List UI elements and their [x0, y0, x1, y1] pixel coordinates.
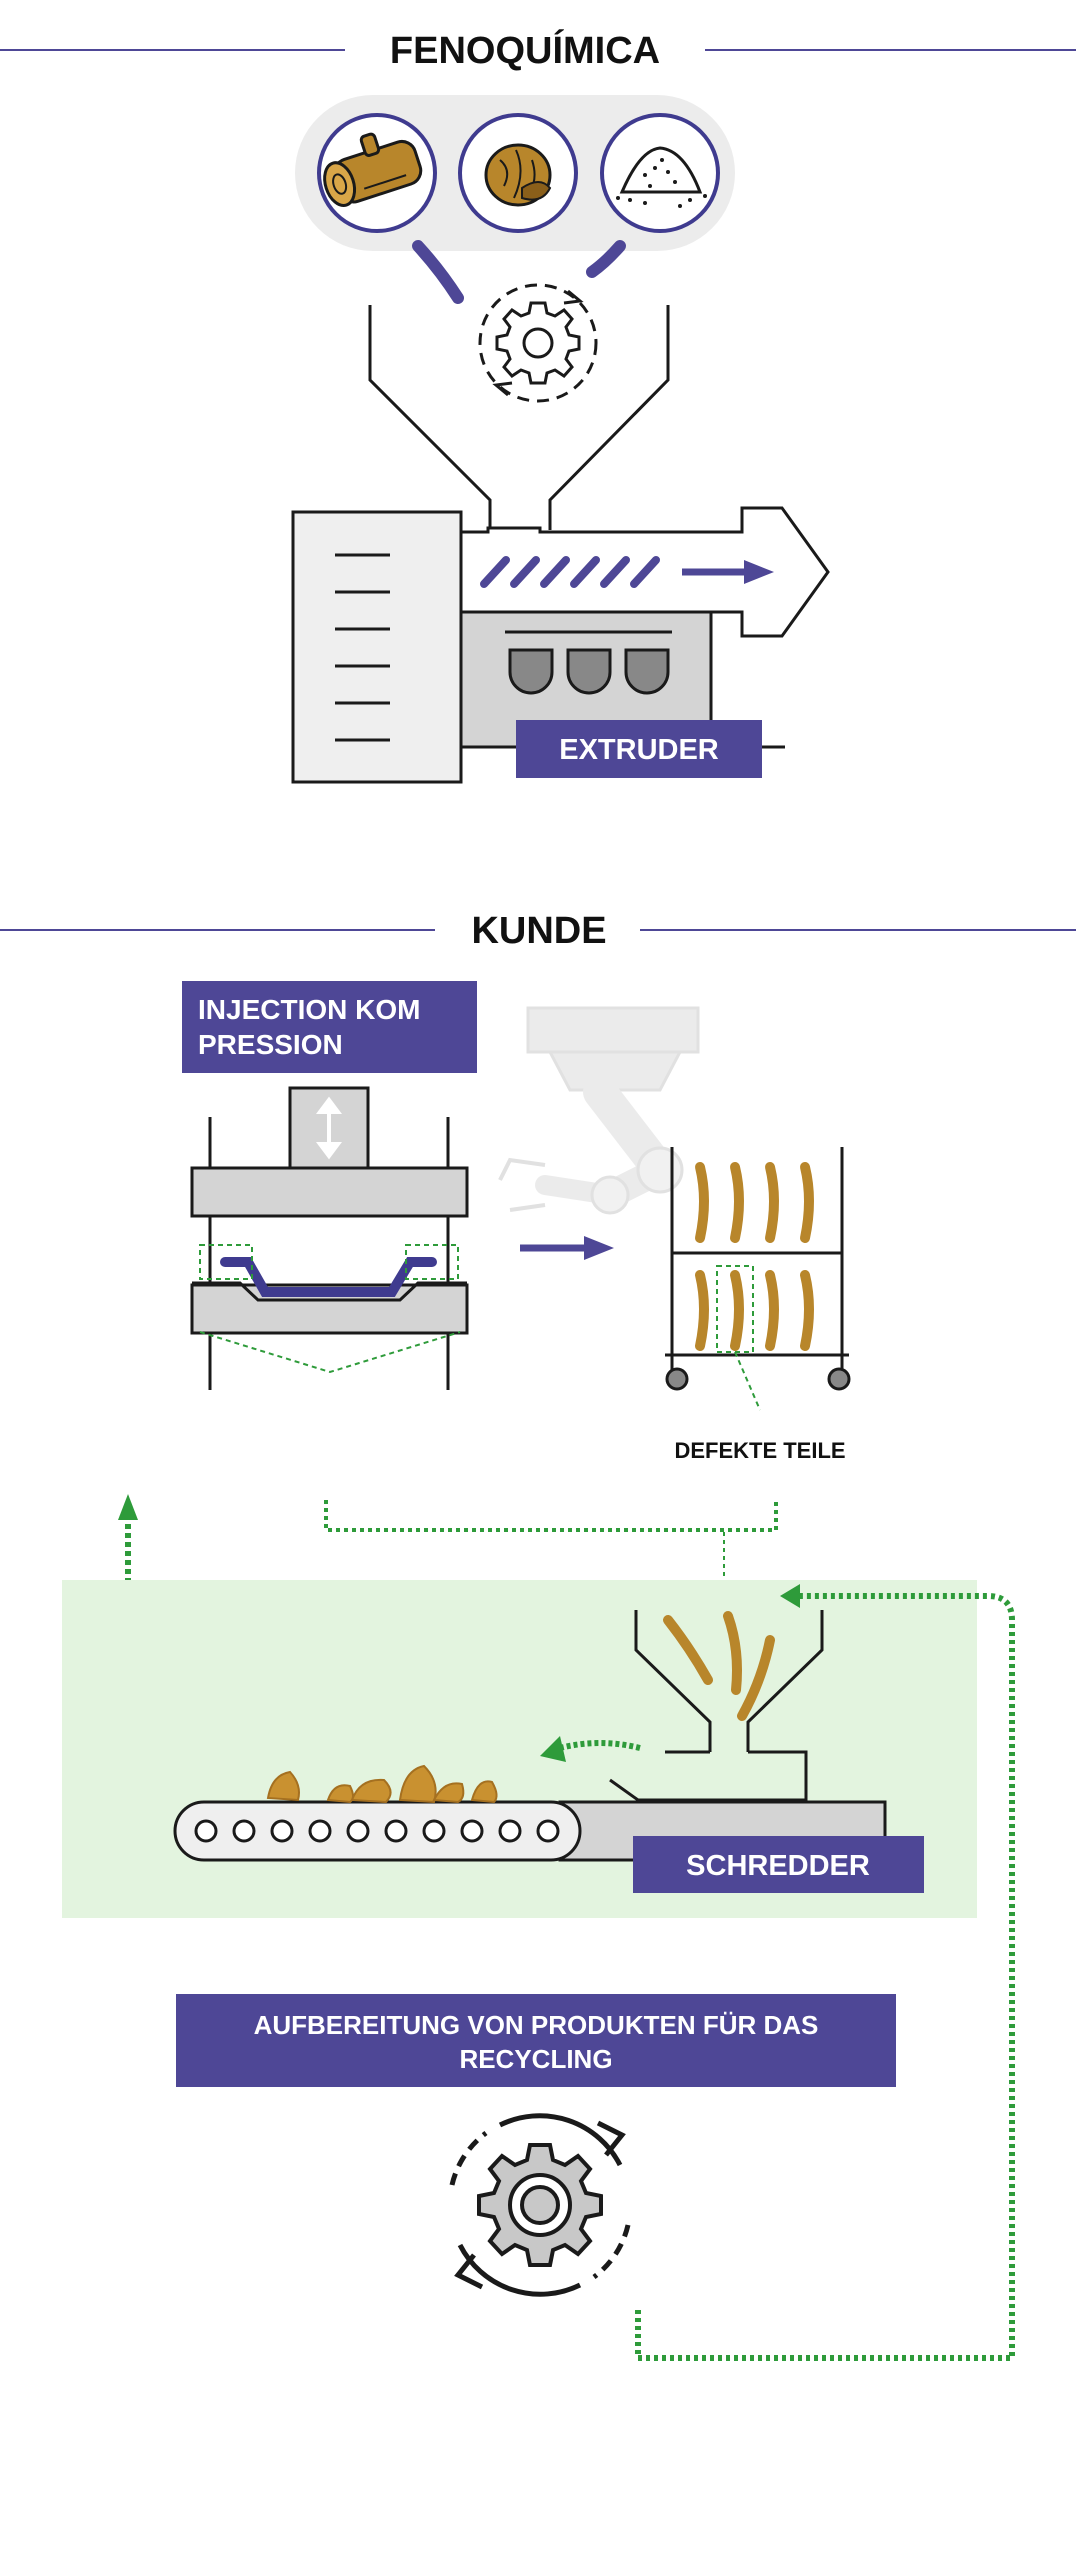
recycling-label-box	[176, 1994, 896, 2087]
shredder-label: SCHREDDER	[686, 1850, 870, 1882]
press-upper-platen	[190, 1166, 469, 1218]
recycling-label-line1: AUFBEREITUNG VON PRODUKTEN FÜR DAS	[254, 2010, 819, 2040]
extruder-label-box	[516, 720, 762, 778]
defects-caption: DEFEKTE TEILE	[674, 1438, 845, 1463]
injection-label-line2: PRESSION	[198, 1029, 343, 1060]
feed-arrow-right	[586, 240, 626, 278]
feed-arrow-left	[412, 240, 464, 304]
defect-parts-rack	[665, 1147, 851, 1411]
heater-elements	[508, 648, 670, 695]
injection-label-line1: INJECTION KOM	[198, 994, 420, 1025]
transfer-arrow	[520, 1236, 614, 1260]
wood-log-icon	[317, 113, 437, 233]
return-loop-line	[635, 1584, 1015, 2361]
shredder-hopper-right	[746, 1610, 824, 1752]
hopper-wall-right	[548, 305, 670, 530]
shredded-granules	[266, 1764, 498, 1804]
hopper-wall-left	[368, 305, 492, 530]
robot-arm-faded	[498, 1006, 700, 1215]
gear-cycle-icon	[449, 2113, 631, 2297]
powder-icon	[600, 113, 720, 233]
section-title-fenoquimica: FENOQUÍMICA	[390, 28, 660, 72]
walnut-shell-icon	[458, 113, 578, 233]
shredder-label-box	[633, 1836, 924, 1893]
falling-parts	[663, 1611, 775, 1721]
extruder-label: EXTRUDER	[559, 734, 719, 766]
upward-return-arrow	[118, 1494, 138, 1610]
conveyor-rollers	[194, 1819, 560, 1843]
mixing-gear-icon	[478, 283, 598, 403]
section-kunde: KUNDE INJECTION KOM PRESSION	[0, 910, 1076, 1610]
section-fenoquimica: FENOQUÍMICA	[0, 28, 1076, 784]
press-updown-icon	[316, 1096, 342, 1160]
section-recycling: SCHREDDER AUFBEREITUNG VON PRODUKTEN FÜR…	[62, 1580, 1015, 2361]
molded-part	[220, 1257, 437, 1297]
section-title-kunde: KUNDE	[471, 910, 606, 952]
cabinet-vents	[335, 553, 390, 742]
injection-label-box	[182, 981, 477, 1073]
extruder-screw	[480, 556, 660, 588]
shredder-hopper-left	[634, 1610, 712, 1752]
recycling-label-line2: RECYCLING	[459, 2044, 612, 2074]
injection-press	[190, 1086, 469, 1390]
defects-flow-line	[324, 1500, 778, 1532]
extrusion-direction-arrow	[682, 560, 774, 584]
conveyor-direction-arrow	[540, 1736, 641, 1762]
